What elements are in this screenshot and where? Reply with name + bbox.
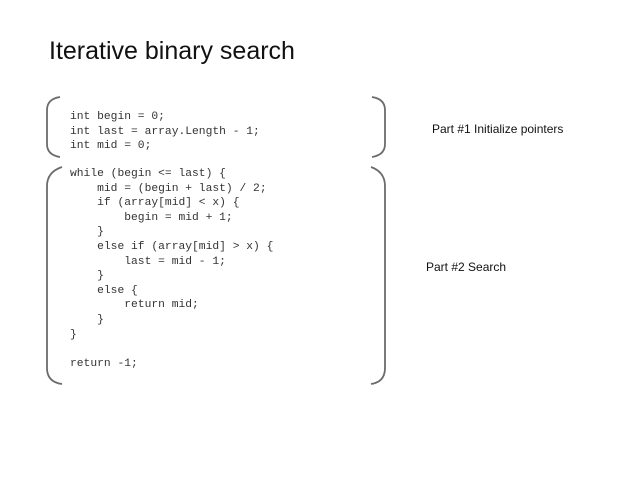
slide-title: Iterative binary search <box>49 37 295 65</box>
part1-code: int begin = 0; int last = array.Length -… <box>70 111 260 153</box>
part1-right-bracket <box>371 96 386 158</box>
part1-label: Part #1 Initialize pointers <box>432 122 564 136</box>
part2-code: while (begin <= last) { mid = (begin + l… <box>70 168 274 370</box>
part1-left-bracket <box>46 96 61 158</box>
part2-left-bracket <box>46 166 63 385</box>
part2-label: Part #2 Search <box>426 260 507 274</box>
part2-right-bracket <box>370 166 386 385</box>
